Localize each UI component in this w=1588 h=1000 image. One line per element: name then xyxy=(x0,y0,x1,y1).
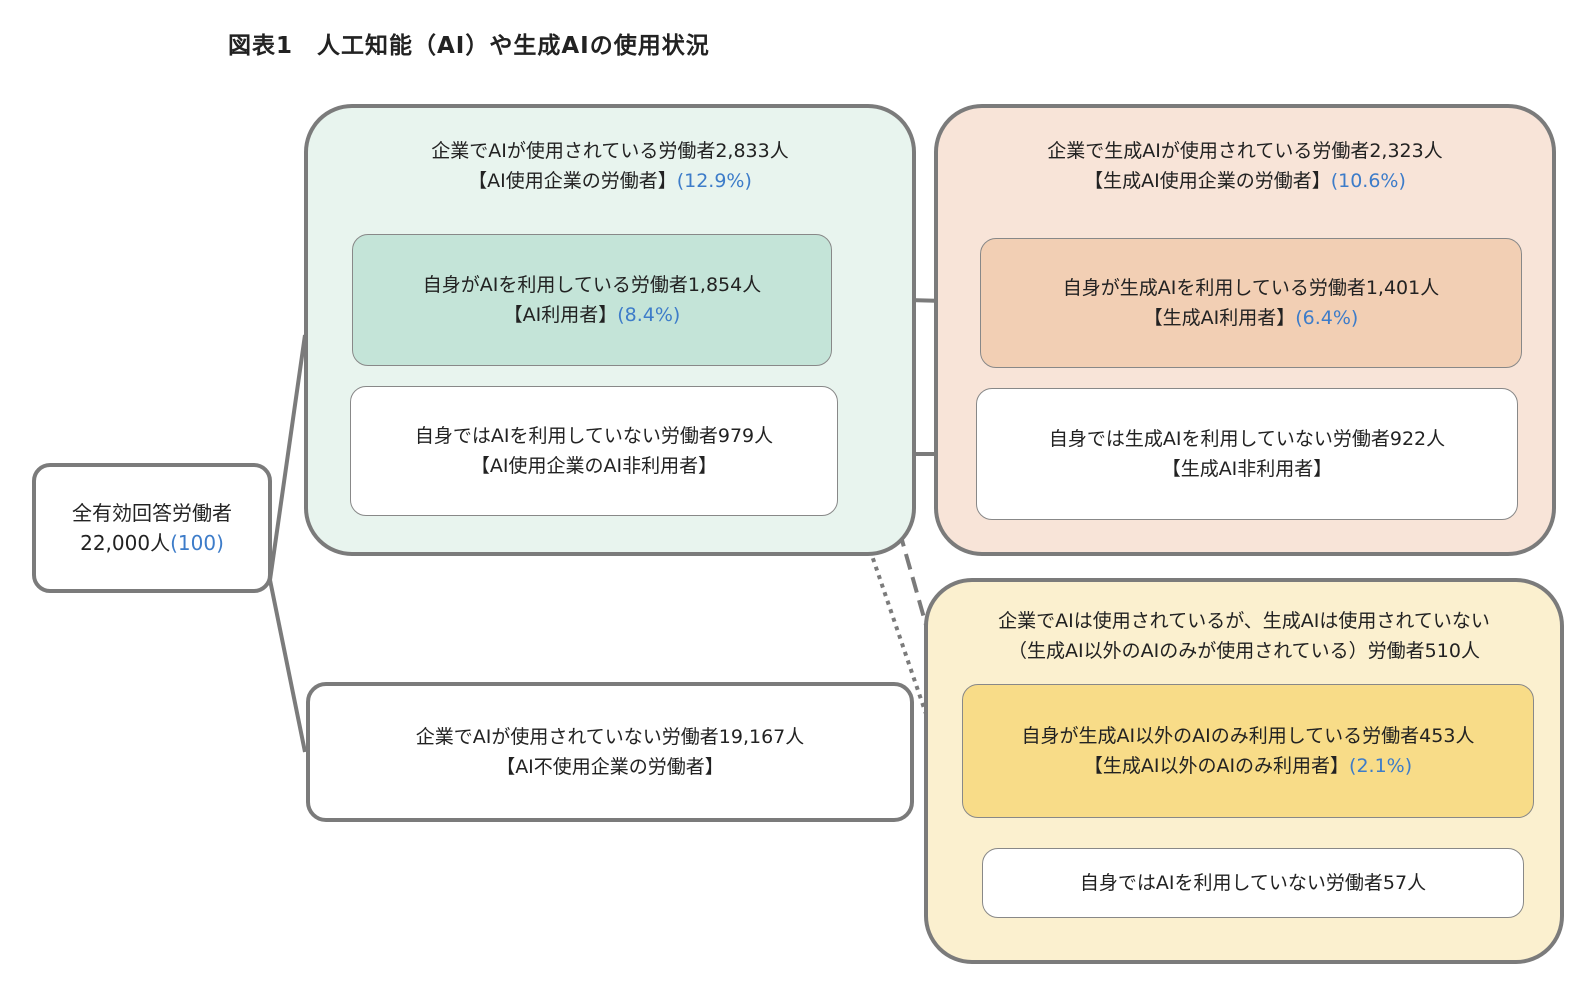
gen-ai-users-box: 自身が生成AIを利用している労働者1,401人 【生成AI利用者】(6.4%) xyxy=(980,238,1522,368)
gen-ai-company-pct: (10.6%) xyxy=(1330,170,1406,192)
ai-users-label: 自身がAIを利用している労働者1,854人 xyxy=(422,274,762,296)
other-ai-users-label: 自身が生成AI以外のAIのみ利用している労働者453人 xyxy=(1021,725,1475,747)
ai-non-users-tag: 【AI使用企業のAI非利用者】 xyxy=(470,455,718,477)
total-count: 22,000人 xyxy=(80,531,171,555)
no-ai-company-box: 企業でAIが使用されていない労働者19,167人 【AI不使用企業の労働者】 xyxy=(306,682,914,822)
gen-ai-company-heading: 企業で生成AIが使用されている労働者2,323人 xyxy=(1047,140,1443,162)
no-ai-company-tag: 【AI不使用企業の労働者】 xyxy=(496,756,724,778)
other-ai-non-users-label: 自身ではAIを利用していない労働者57人 xyxy=(1079,872,1427,894)
ai-company-subheading: 【AI使用企業の労働者】 xyxy=(468,170,677,192)
other-ai-users-pct: (2.1%) xyxy=(1349,755,1413,777)
ai-non-users-box: 自身ではAIを利用していない労働者979人 【AI使用企業のAI非利用者】 xyxy=(350,386,838,516)
gen-ai-company-subheading: 【生成AI使用企業の労働者】 xyxy=(1084,170,1331,192)
ai-company-heading: 企業でAIが使用されている労働者2,833人 xyxy=(431,140,789,162)
gen-ai-non-users-box: 自身では生成AIを利用していない労働者922人 【生成AI非利用者】 xyxy=(976,388,1518,520)
other-ai-company-subheading: （生成AI以外のAIのみが使用されている）労働者510人 xyxy=(1008,640,1480,662)
other-ai-users-box: 自身が生成AI以外のAIのみ利用している労働者453人 【生成AI以外のAIのみ… xyxy=(962,684,1534,818)
connector-total-to-no-ai xyxy=(268,579,307,753)
total-pct: (100) xyxy=(170,531,224,555)
ai-users-tag: 【AI利用者】 xyxy=(503,304,618,326)
gen-ai-non-users-tag: 【生成AI非利用者】 xyxy=(1161,458,1333,480)
gen-ai-users-label: 自身が生成AIを利用している労働者1,401人 xyxy=(1062,277,1440,299)
other-ai-company-heading: 企業でAIは使用されているが、生成AIは使用されていない xyxy=(998,610,1490,632)
ai-users-box: 自身がAIを利用している労働者1,854人 【AI利用者】(8.4%) xyxy=(352,234,832,366)
gen-ai-non-users-label: 自身では生成AIを利用していない労働者922人 xyxy=(1048,428,1446,450)
other-ai-non-users-box: 自身ではAIを利用していない労働者57人 xyxy=(982,848,1524,918)
figure-title: 図表1 人工知能（AI）や生成AIの使用状況 xyxy=(228,33,710,59)
other-ai-users-tag: 【生成AI以外のAIのみ利用者】 xyxy=(1083,755,1350,777)
ai-company-pct: (12.9%) xyxy=(676,170,752,192)
total-respondents-box: 全有効回答労働者 22,000人(100) xyxy=(32,463,272,593)
total-label: 全有効回答労働者 xyxy=(72,501,232,525)
gen-ai-users-tag: 【生成AI利用者】 xyxy=(1143,307,1296,329)
no-ai-company-label: 企業でAIが使用されていない労働者19,167人 xyxy=(415,726,805,748)
connector-total-to-ai xyxy=(268,334,307,581)
ai-non-users-label: 自身ではAIを利用していない労働者979人 xyxy=(414,425,774,447)
gen-ai-users-pct: (6.4%) xyxy=(1295,307,1359,329)
ai-users-pct: (8.4%) xyxy=(617,304,681,326)
